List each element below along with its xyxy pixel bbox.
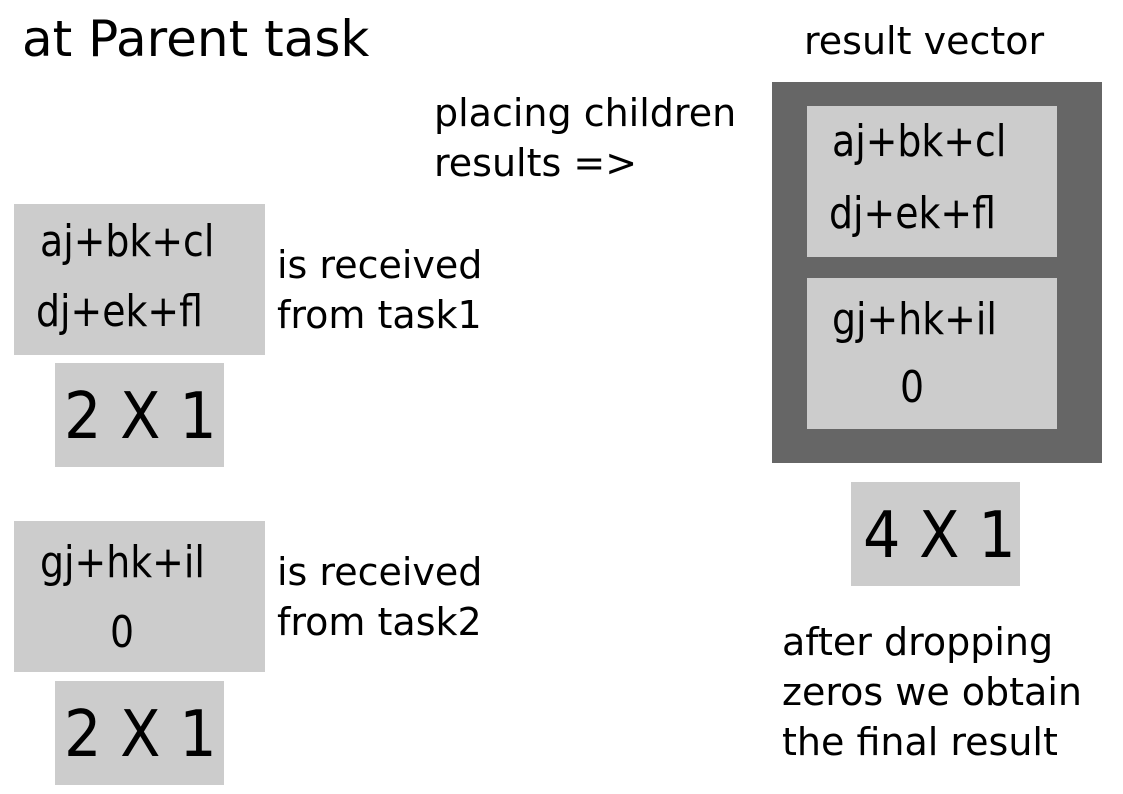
task2-dimension: 2 X 1	[64, 698, 217, 772]
result-dimension: 4 X 1	[863, 499, 1016, 573]
task1-dimension: 2 X 1	[64, 380, 217, 454]
result-block-1: aj+bk+cl dj+ek+fl	[807, 106, 1057, 257]
task2-caption: is received from task2	[277, 547, 482, 647]
final-note-line-3: the final result	[782, 720, 1058, 764]
task2-caption-line-2: from task2	[277, 600, 482, 644]
result-vector: aj+bk+cl dj+ek+fl gj+hk+il 0	[772, 82, 1102, 463]
task2-vector: gj+hk+il 0	[14, 521, 265, 672]
placing-label-line-2: results =>	[434, 141, 638, 185]
result-block-1-cell-2: dj+ek+fl	[829, 188, 996, 239]
task1-caption-line-1: is received	[277, 243, 483, 287]
task2-dimension-badge: 2 X 1	[55, 681, 224, 785]
placing-label-line-1: placing children	[434, 91, 737, 135]
task1-caption-line-2: from task1	[277, 293, 482, 337]
task1-vector: aj+bk+cl dj+ek+fl	[14, 204, 265, 355]
task2-cell-2: 0	[110, 607, 135, 658]
result-dimension-badge: 4 X 1	[851, 482, 1020, 586]
result-block-2-cell-1: gj+hk+il	[832, 294, 997, 345]
result-block-2-cell-2: 0	[900, 362, 925, 413]
placing-children-label: placing children results =>	[434, 88, 736, 188]
task1-dimension-badge: 2 X 1	[55, 363, 224, 467]
task1-caption: is received from task1	[277, 240, 482, 340]
result-vector-label: result vector	[804, 19, 1045, 63]
result-block-2: gj+hk+il 0	[807, 278, 1057, 429]
final-note-line-2: zeros we obtain	[782, 670, 1082, 714]
page-title: at Parent task	[22, 10, 370, 68]
final-note: after dropping zeros we obtain the final…	[782, 617, 1082, 767]
final-note-line-1: after dropping	[782, 620, 1054, 664]
task2-cell-1: gj+hk+il	[40, 537, 205, 588]
task1-cell-2: dj+ek+fl	[36, 286, 203, 337]
result-block-1-cell-1: aj+bk+cl	[832, 116, 1007, 167]
task2-caption-line-1: is received	[277, 550, 483, 594]
task1-cell-1: aj+bk+cl	[40, 216, 215, 267]
